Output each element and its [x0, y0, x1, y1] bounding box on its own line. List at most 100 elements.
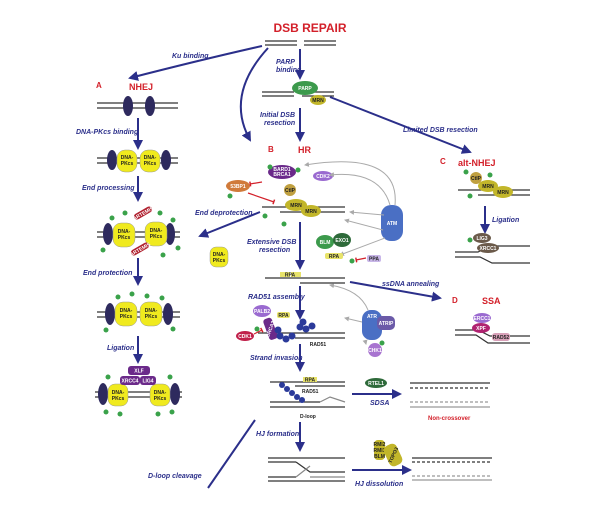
feedback-arrows — [304, 161, 396, 256]
svg-text:BLM: BLM — [374, 454, 385, 460]
svg-text:CDK1: CDK1 — [238, 334, 252, 340]
nhej-dnapkcs-complex: DNA- PKcs DNA- PKcs — [97, 149, 178, 173]
svg-text:PKcs: PKcs — [121, 161, 134, 167]
svg-text:PKcs: PKcs — [120, 314, 133, 320]
svg-text:XRCC1: XRCC1 — [480, 246, 497, 252]
svg-text:ERCC1: ERCC1 — [474, 316, 491, 322]
svg-text:CDK2: CDK2 — [316, 174, 330, 180]
non-crossover-product — [410, 382, 490, 408]
nhej-end-protection: DNA- PKcs DNA- PKcs — [97, 291, 180, 333]
svg-text:XRCC4: XRCC4 — [122, 379, 139, 385]
arrow-limited-resection — [329, 96, 472, 154]
arrow-ssdna-annealing — [349, 281, 442, 302]
panel-b-letter: B — [268, 145, 274, 154]
svg-text:XLF: XLF — [134, 369, 143, 375]
svg-text:RPA: RPA — [278, 313, 289, 319]
step-initial-resection-1: Initial DSB — [260, 112, 295, 119]
step-end-processing: End processing — [82, 185, 135, 192]
svg-text:EXO1: EXO1 — [335, 238, 349, 244]
svg-text:RAD52: RAD52 — [493, 335, 510, 341]
panel-b-title: HR — [298, 145, 311, 155]
svg-text:PKcs: PKcs — [154, 396, 167, 402]
step-parp-2: binding — [276, 67, 302, 74]
rtel1: RTEL1 — [365, 378, 387, 388]
svg-text:RPA: RPA — [305, 378, 316, 384]
atr-atrip-chk1: ATR ATRIP CHK1 — [329, 283, 395, 357]
nhej-ku-dna — [97, 96, 178, 116]
svg-text:RMI2: RMI2 — [374, 442, 386, 448]
svg-text:MRN: MRN — [312, 98, 324, 104]
label-dloop: D-loop — [300, 414, 316, 420]
panel-c-title: alt-NHEJ — [458, 158, 496, 168]
svg-text:53BP1: 53BP1 — [230, 184, 246, 190]
parp-mrn-complex: PARP MRN — [262, 81, 334, 105]
svg-text:XPF: XPF — [476, 326, 486, 332]
svg-text:DNA-: DNA- — [150, 228, 163, 234]
svg-text:MRN: MRN — [482, 184, 494, 190]
svg-text:DNA-: DNA- — [154, 390, 167, 396]
arrow-dloop-cleavage — [207, 419, 256, 489]
svg-text:DNA-: DNA- — [112, 390, 125, 396]
btr-complex: RMI2 RMI1 BLM TOPO3 — [374, 440, 403, 467]
svg-text:DNA-: DNA- — [144, 155, 157, 161]
step-hj-dissolution: HJ dissolution — [355, 481, 403, 488]
svg-text:CtIP: CtIP — [471, 176, 482, 182]
step-ssdna-annealing: ssDNA annealing — [382, 281, 440, 288]
nhej-ligation-complex: DNA- PKcs DNA- PKcs XLF XRCC4 LIG4 — [95, 366, 182, 417]
svg-text:PKcs: PKcs — [118, 235, 131, 241]
svg-text:RMI1: RMI1 — [374, 448, 386, 454]
svg-text:CHK1: CHK1 — [368, 348, 382, 354]
panel-d-letter: D — [452, 296, 458, 305]
svg-text:ATRIP: ATRIP — [379, 321, 394, 327]
svg-text:LIG3: LIG3 — [476, 236, 487, 242]
svg-text:BRCA2: BRCA2 — [265, 320, 277, 338]
blm-exo1-rpa: BLM EXO1 RPA PPA — [316, 233, 381, 264]
svg-text:RPA: RPA — [329, 254, 340, 260]
svg-text:BLM: BLM — [320, 240, 331, 246]
hr-initiation-cluster: BARD1 BRCA1 53BP1 CDK2 CtIP MRN MRN — [226, 164, 345, 227]
svg-text:BARD1: BARD1 — [273, 167, 290, 173]
step-extensive-2: resection — [259, 247, 290, 254]
alt-nhej-ligation: LIG3 XRCC1 — [455, 233, 530, 264]
step-ku-binding: Ku binding — [172, 53, 209, 60]
svg-text:RAD51: RAD51 — [310, 342, 327, 348]
svg-text:PPA: PPA — [369, 257, 379, 263]
alt-nhej-complex: CtIP MRN MRN — [458, 169, 530, 199]
step-dnapkcs-binding: DNA-PKcs binding — [76, 129, 139, 136]
svg-text:MRN: MRN — [497, 190, 509, 196]
step-end-deprotection: End deprotection — [195, 210, 253, 217]
svg-text:ARTEMIS: ARTEMIS — [132, 205, 155, 222]
svg-text:PKcs: PKcs — [213, 258, 226, 264]
dloop-structure: RPA RAD51 — [270, 377, 346, 408]
step-parp-1: PARP — [276, 59, 295, 66]
rad51-filament-assembly: PALB2 RPA CDK1 BRCA2 RAD51 — [236, 305, 345, 348]
step-extensive-1: Extensive DSB — [247, 239, 296, 246]
nhej-artemis-complex: DNA- PKcs DNA- PKcs ARTEMIS ARTEMIS — [97, 205, 181, 258]
released-dnapkcs: DNA- PKcs — [209, 246, 229, 268]
svg-text:DNA-: DNA- — [118, 229, 131, 235]
panel-c-letter: C — [440, 157, 446, 166]
svg-text:BRCA1: BRCA1 — [273, 172, 290, 178]
svg-text:RTEL1: RTEL1 — [368, 381, 384, 387]
step-ligation-c: Ligation — [492, 217, 519, 224]
svg-text:PKcs: PKcs — [145, 314, 158, 320]
svg-text:PKcs: PKcs — [112, 396, 125, 402]
svg-text:PKcs: PKcs — [144, 161, 157, 167]
top-dsb — [265, 40, 336, 46]
diagram-title: DSB REPAIR — [273, 21, 346, 35]
step-dloop-cleavage: D-loop cleavage — [148, 473, 202, 480]
arrow-end-deprotection — [198, 211, 261, 238]
atm-kinase: ATM — [381, 205, 403, 241]
step-strand-invasion: Strand invasion — [250, 355, 303, 362]
svg-text:PARP: PARP — [298, 86, 312, 92]
panel-a-letter: A — [96, 81, 102, 90]
rpa-coated-ssdna: RPA — [265, 272, 345, 284]
svg-text:ATR: ATR — [367, 314, 377, 320]
svg-text:MRN: MRN — [305, 209, 317, 215]
step-end-protection: End protection — [83, 270, 132, 277]
svg-text:DNA-: DNA- — [213, 252, 226, 258]
dissolution-product — [412, 457, 492, 481]
svg-text:DNA-: DNA- — [120, 308, 133, 314]
svg-text:PALB2: PALB2 — [254, 309, 270, 315]
